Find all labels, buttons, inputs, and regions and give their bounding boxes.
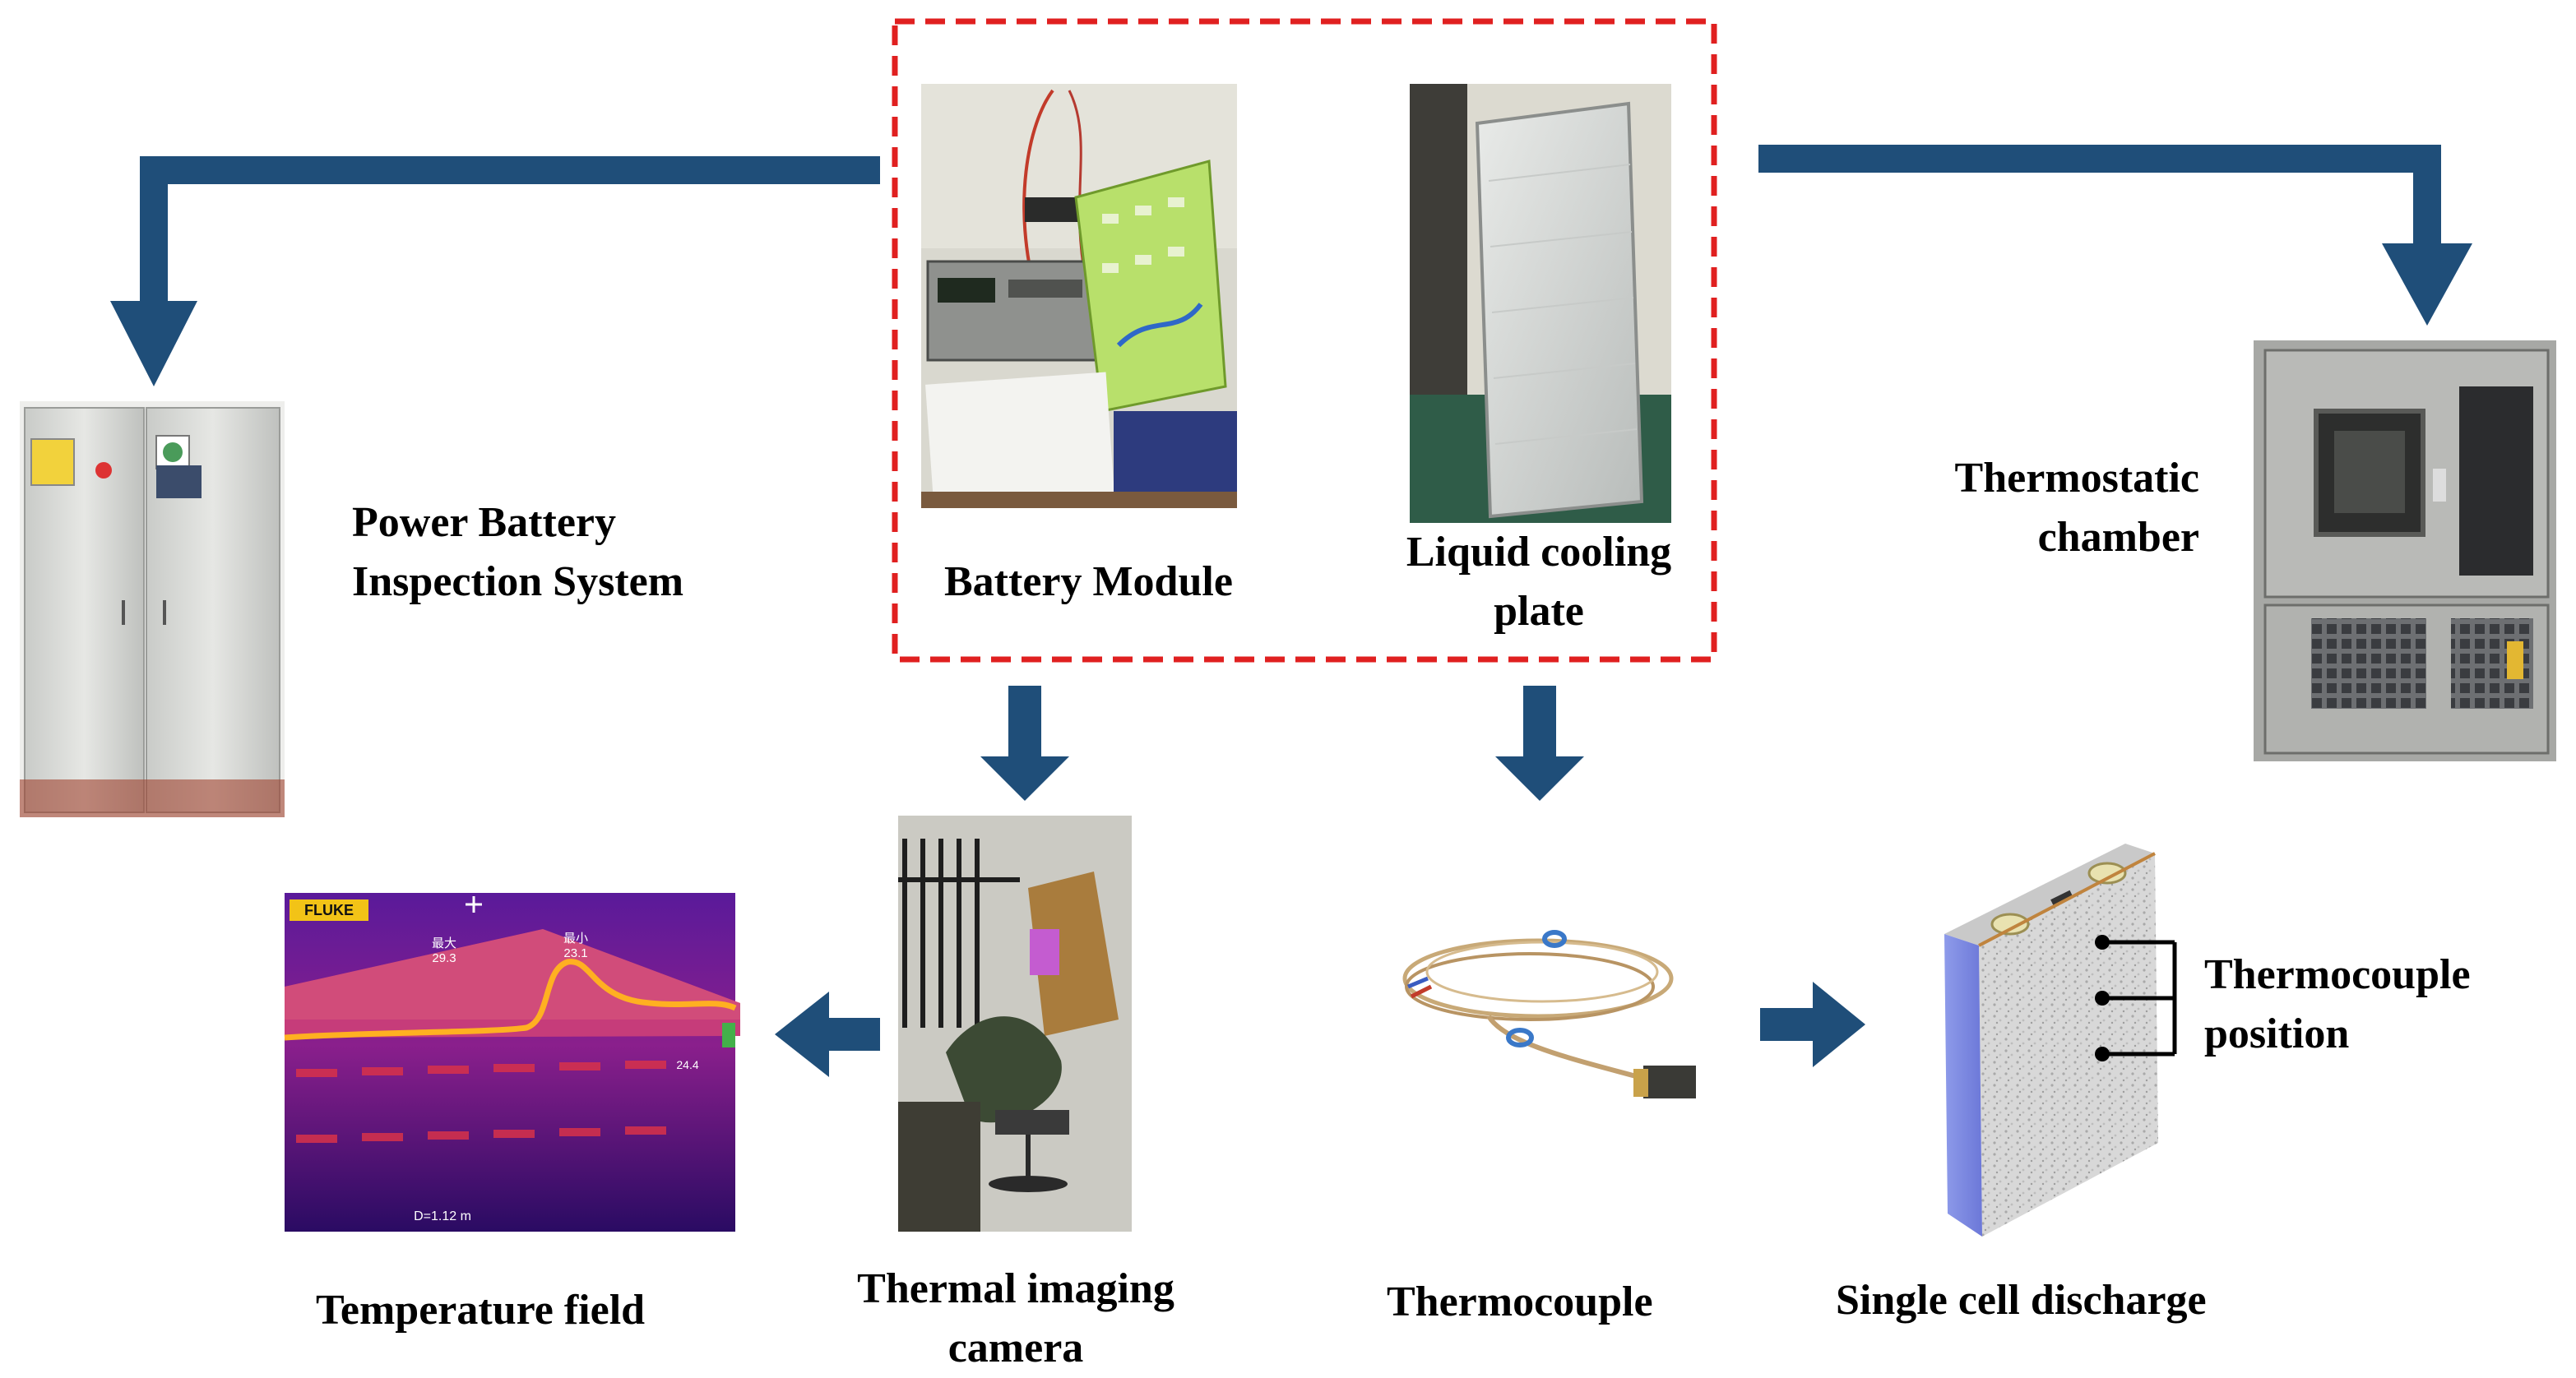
- inspection-system-photo: [20, 401, 285, 817]
- battery-module-photo: [921, 84, 1237, 508]
- thermocouple-position-bracket: [2102, 940, 2177, 1057]
- fluke-logo-text: FLUKE: [304, 902, 354, 918]
- thermal-max-value: 29.3: [432, 951, 456, 965]
- dashed-group-box: [892, 18, 1717, 663]
- label-line: chamber: [2037, 514, 2199, 561]
- label-line: Power Battery: [352, 499, 617, 546]
- label-temperature-field: Temperature field: [316, 1281, 645, 1340]
- label-liquid-cooling-plate: Liquid cooling plate: [1370, 523, 1707, 641]
- label-line: Thermocouple: [1387, 1279, 1653, 1325]
- label-line: Thermostatic: [1954, 455, 2199, 502]
- arrow-down-to-camera: [980, 686, 1069, 801]
- thermal-min-value: 23.1: [563, 946, 587, 960]
- label-thermostatic-chamber: Thermostatic chamber: [1883, 449, 2199, 567]
- thermostatic-chamber-photo: [2254, 340, 2556, 761]
- label-line: Battery Module: [944, 558, 1233, 605]
- label-line: position: [2204, 1010, 2350, 1057]
- label-battery-module: Battery Module: [944, 553, 1233, 612]
- label-line: camera: [947, 1325, 1084, 1371]
- label-power-battery-inspection-system: Power Battery Inspection System: [352, 493, 683, 612]
- thermal-spot-value: 24.4: [676, 1058, 698, 1071]
- label-line: Thermocouple: [2204, 951, 2471, 998]
- single-cell-image: [1944, 844, 2158, 1237]
- thermocouple-photo: [1402, 930, 1696, 1098]
- label-line: Inspection System: [352, 558, 684, 605]
- thermal-distance: D=1.12 m: [414, 1209, 471, 1223]
- arrow-to-thermostatic-chamber: [1758, 145, 2472, 326]
- label-line: Temperature field: [316, 1287, 646, 1334]
- thermal-min-label: 最小: [563, 931, 588, 946]
- arrow-down-to-thermocouple: [1495, 686, 1584, 801]
- label-thermocouple-position: Thermocouple position: [2204, 946, 2471, 1064]
- label-thermocouple: Thermocouple: [1387, 1273, 1653, 1332]
- arrow-left-to-temperature-field: [775, 992, 880, 1077]
- arrow-right-to-single-cell: [1760, 982, 1865, 1067]
- label-single-cell-discharge: Single cell discharge: [1836, 1271, 2207, 1330]
- thermal-camera-photo: [898, 816, 1132, 1232]
- arrow-to-inspection-system: [110, 156, 880, 386]
- liquid-cooling-plate-photo: [1410, 84, 1671, 523]
- label-line: Single cell discharge: [1836, 1277, 2207, 1324]
- thermal-max-label: 最大: [432, 936, 456, 950]
- thermocouple-position-dots: [2095, 935, 2110, 1061]
- temperature-field-image: FLUKE 最大 29.3 最小 23.1 24.4 D=1.12 m: [284, 893, 740, 1232]
- label-thermal-imaging-camera: Thermal imaging camera: [814, 1260, 1217, 1378]
- label-line: plate: [1494, 588, 1584, 635]
- label-line: Liquid cooling: [1406, 529, 1672, 576]
- label-line: Thermal imaging: [857, 1265, 1174, 1312]
